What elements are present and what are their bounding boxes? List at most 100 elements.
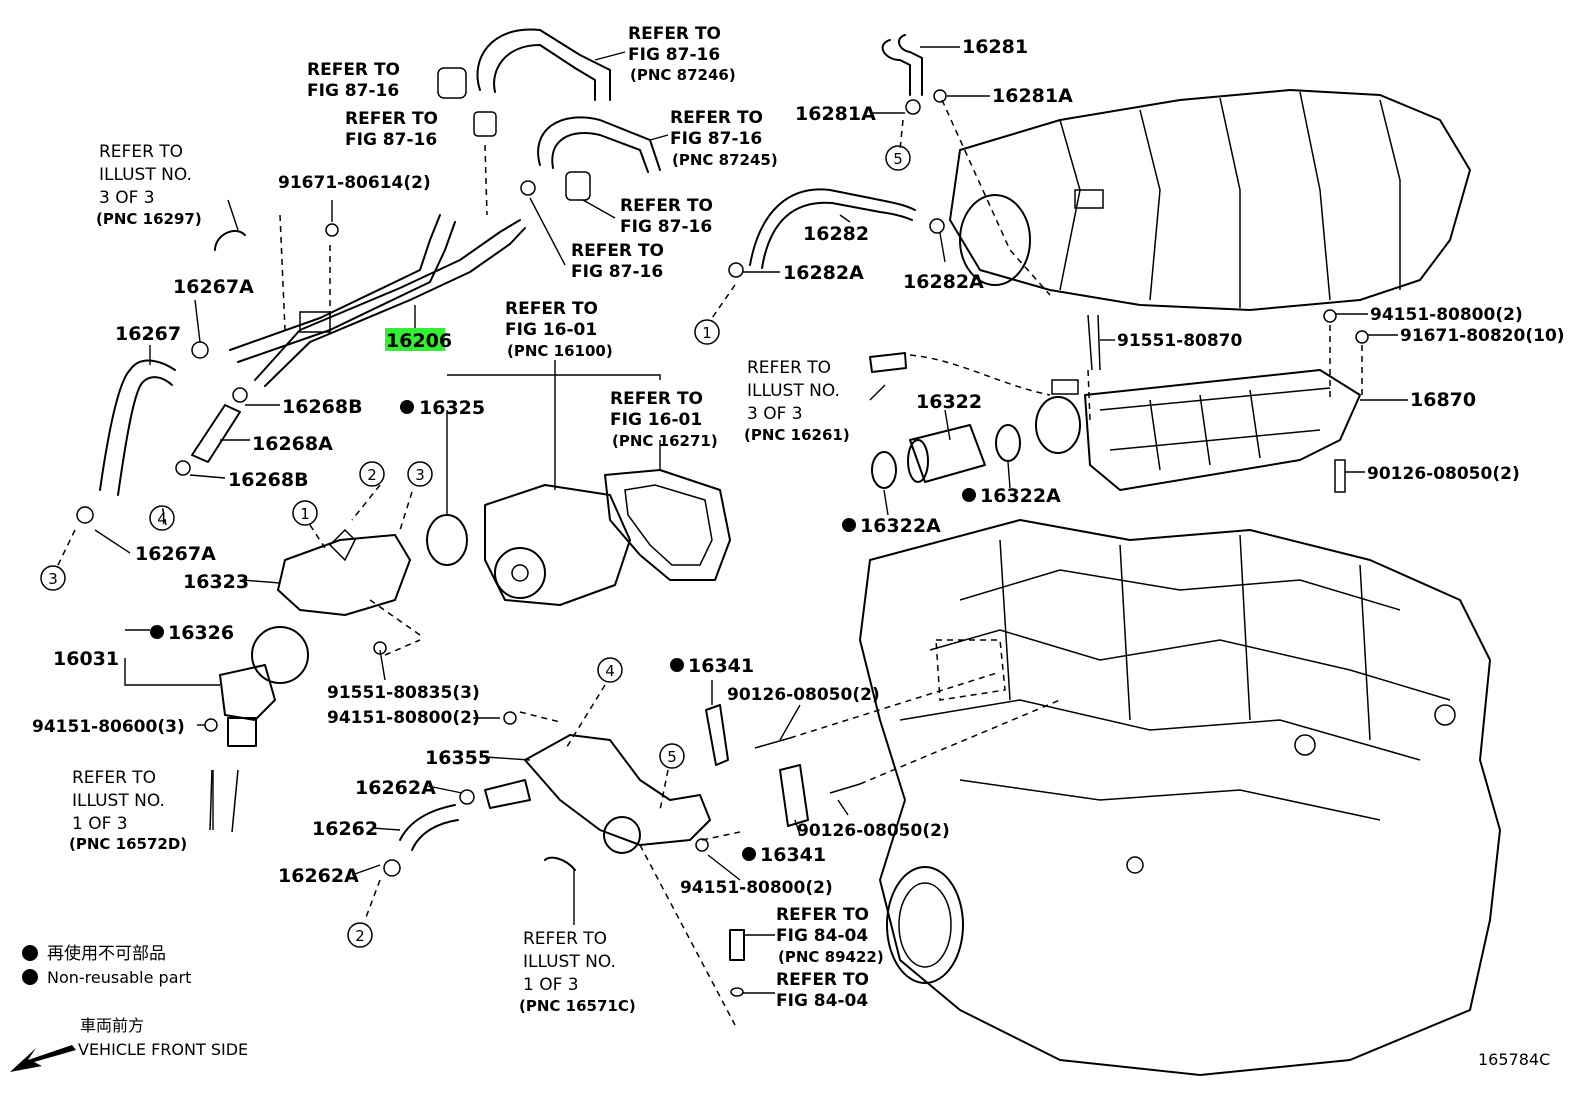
ref-16271[interactable]: REFER TO FIG 16-01 (PNC 16271) <box>610 389 718 450</box>
label-91671-80820[interactable]: 91671-80820(10) <box>1400 326 1565 346</box>
ref-87-16-b[interactable]: REFER TO FIG 87-16 <box>345 109 438 150</box>
thermostat-housing-16323 <box>277 534 411 616</box>
svg-text:4: 4 <box>157 510 167 528</box>
label-16322A-left[interactable]: 16322A <box>860 515 941 537</box>
label-16262A-bottom[interactable]: 16262A <box>278 865 359 887</box>
label-16268B-top[interactable]: 16268B <box>282 396 363 418</box>
connector-5-bottom: 5 <box>659 743 685 769</box>
label-94151-80800-b[interactable]: 94151-80800(2) <box>680 878 833 898</box>
label-16282A-left[interactable]: 16282A <box>783 262 864 284</box>
label-16267A-top[interactable]: 16267A <box>173 276 254 298</box>
ref-16261[interactable]: REFER TO ILLUST NO. 3 OF 3 (PNC 16261) <box>744 358 850 444</box>
label-90126-08050-a[interactable]: 90126-08050(2) <box>727 685 880 705</box>
ref-16571C[interactable]: REFER TO ILLUST NO. 1 OF 3 (PNC 16571C) <box>519 929 636 1015</box>
hose-16267 <box>99 359 176 491</box>
gasket-16341-top <box>705 704 729 766</box>
svg-text:ILLUST NO.: ILLUST NO. <box>747 381 840 401</box>
label-16267[interactable]: 16267 <box>115 323 181 345</box>
legend: 再使用不可部品 Non-reusable part <box>22 943 191 987</box>
svg-text:3 OF 3: 3 OF 3 <box>747 404 803 424</box>
svg-text:ILLUST NO.: ILLUST NO. <box>72 791 165 811</box>
svg-text:1: 1 <box>300 505 310 523</box>
ref-16100[interactable]: REFER TO FIG 16-01 (PNC 16100) <box>505 299 613 360</box>
label-91551-80870[interactable]: 91551-80870 <box>1117 331 1243 351</box>
hose-16268A <box>191 404 241 463</box>
connector-4-bottom: 4 <box>597 657 623 683</box>
label-16282A-right[interactable]: 16282A <box>903 271 984 293</box>
label-16267A-bottom[interactable]: 16267A <box>135 543 216 565</box>
refer-to-notes: REFER TO FIG 87-16 (PNC 87246) REFER TO … <box>69 24 884 1015</box>
label-16326[interactable]: 16326 <box>168 622 234 644</box>
ref-89422[interactable]: REFER TO FIG 84-04 (PNC 89422) <box>776 905 884 966</box>
label-94151-80600[interactable]: 94151-80600(3) <box>32 717 185 737</box>
label-90126-08050-c[interactable]: 90126-08050(2) <box>1367 464 1520 484</box>
non-reusable-mark <box>742 847 756 861</box>
non-reusable-mark <box>670 658 684 672</box>
front-label-jp: 車両前方 <box>80 1016 144 1035</box>
label-91551-80835[interactable]: 91551-80835(3) <box>327 683 480 703</box>
ref-87-16-c[interactable]: REFER TO FIG 87-16 <box>620 196 713 237</box>
label-16282[interactable]: 16282 <box>803 223 869 245</box>
heater-hose-87246 <box>476 28 611 101</box>
ref-84-04[interactable]: REFER TO FIG 84-04 <box>776 970 869 1011</box>
label-16262A-top[interactable]: 16262A <box>355 777 436 799</box>
svg-text:2: 2 <box>355 927 365 945</box>
svg-text:ILLUST NO.: ILLUST NO. <box>99 165 192 185</box>
label-16355[interactable]: 16355 <box>425 747 491 769</box>
label-16870[interactable]: 16870 <box>1410 389 1476 411</box>
label-16268B-bottom[interactable]: 16268B <box>228 469 309 491</box>
label-16262[interactable]: 16262 <box>312 818 378 840</box>
svg-text:4: 4 <box>605 662 615 680</box>
legend-bullet <box>22 969 38 985</box>
svg-text:REFER TO: REFER TO <box>747 358 831 378</box>
front-indicator: 車両前方 VEHICLE FRONT SIDE <box>10 1016 248 1072</box>
ref-87246[interactable]: REFER TO FIG 87-16 (PNC 87246) <box>628 24 736 84</box>
label-16281A-left[interactable]: 16281A <box>795 103 876 125</box>
heater-hose-87245 <box>537 116 661 171</box>
label-16322[interactable]: 16322 <box>916 391 982 413</box>
label-16031[interactable]: 16031 <box>53 648 119 670</box>
part-drawings <box>76 28 1501 1076</box>
gasket-16326 <box>251 626 309 684</box>
svg-text:FIG 16-01: FIG 16-01 <box>505 320 597 340</box>
hose-16262 <box>399 804 456 841</box>
ref-87-16-d[interactable]: REFER TO FIG 87-16 <box>571 241 664 282</box>
label-16323[interactable]: 16323 <box>183 571 249 593</box>
non-reusable-mark <box>962 488 976 502</box>
label-16281A-right[interactable]: 16281A <box>992 85 1073 107</box>
pipe-16322 <box>909 424 986 483</box>
label-16341-top[interactable]: 16341 <box>688 655 754 677</box>
label-16206[interactable]: 16206 <box>386 330 452 352</box>
svg-text:(PNC 87245): (PNC 87245) <box>672 151 778 169</box>
engine-bore <box>886 866 964 984</box>
label-90126-08050-b[interactable]: 90126-08050(2) <box>797 821 950 841</box>
label-16281[interactable]: 16281 <box>962 36 1028 58</box>
svg-text:(PNC 16100): (PNC 16100) <box>507 342 613 360</box>
svg-text:REFER TO: REFER TO <box>670 108 763 128</box>
connector-2-top: 2 <box>359 461 385 487</box>
hose-16281 <box>881 39 911 96</box>
legend-en: Non-reusable part <box>47 968 191 987</box>
ref-87-16-a[interactable]: REFER TO FIG 87-16 <box>307 60 400 101</box>
svg-text:REFER TO: REFER TO <box>571 241 664 261</box>
label-16268A[interactable]: 16268A <box>252 433 333 455</box>
label-16322A-right[interactable]: 16322A <box>980 485 1061 507</box>
leader-lines <box>94 46 1408 994</box>
svg-text:FIG 84-04: FIG 84-04 <box>776 926 868 946</box>
ref-16572D[interactable]: REFER TO ILLUST NO. 1 OF 3 (PNC 16572D) <box>69 768 187 853</box>
non-reusable-mark <box>400 400 414 414</box>
label-16325[interactable]: 16325 <box>419 397 485 419</box>
ref-16297[interactable]: REFER TO ILLUST NO. 3 OF 3 (PNC 16297) <box>96 142 202 228</box>
connection-markers: 5 1 2 3 1 4 3 4 <box>40 145 911 948</box>
label-91671-80614[interactable]: 91671-80614(2) <box>278 173 431 193</box>
svg-text:(PNC 16571C): (PNC 16571C) <box>519 997 636 1015</box>
svg-text:ILLUST NO.: ILLUST NO. <box>523 952 616 972</box>
label-16341-bottom[interactable]: 16341 <box>760 844 826 866</box>
ref-87245[interactable]: REFER TO FIG 87-16 (PNC 87245) <box>670 108 778 169</box>
o-ring-16322A-right <box>995 424 1021 462</box>
sensor <box>729 929 745 961</box>
label-94151-80800-c[interactable]: 94151-80800(2) <box>1370 305 1523 325</box>
label-94151-80800-a[interactable]: 94151-80800(2) <box>327 708 480 728</box>
svg-text:(PNC 16261): (PNC 16261) <box>744 426 850 444</box>
